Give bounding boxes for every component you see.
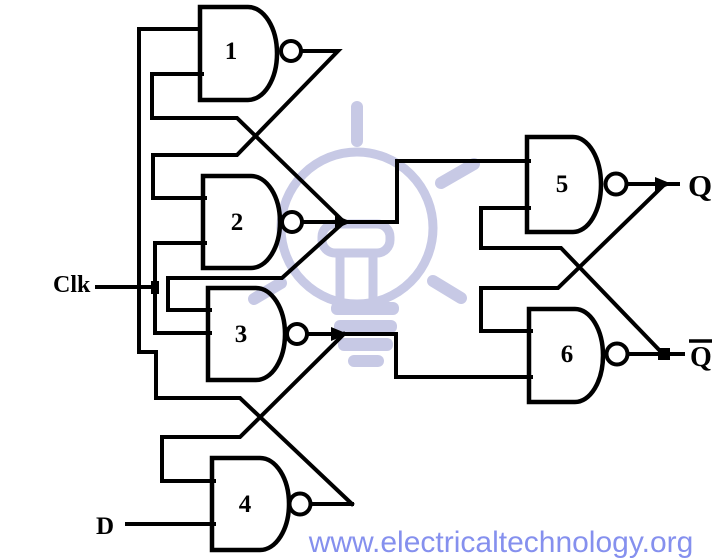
- gate-1-inverter-bubble: [279, 39, 303, 63]
- watermark-lightbulb-icon: [248, 101, 480, 367]
- gate-5-inverter-bubble: [603, 171, 629, 197]
- gate-4-label: 4: [239, 491, 252, 518]
- gate-2-inverter-bubble: [280, 210, 304, 234]
- junction-clk-node: [151, 281, 159, 294]
- nand-gate-5: 5: [524, 134, 629, 235]
- bulb-screw-thread-1: [331, 302, 399, 315]
- nand-gate-3: 3: [205, 285, 309, 383]
- q-output-label: Q: [688, 168, 712, 203]
- gate-6-label: 6: [561, 341, 574, 368]
- bulb-ray-lower-right: [427, 275, 467, 304]
- gate-2-body: [200, 173, 283, 271]
- wire-g3out-to-g4in: [160, 331, 347, 483]
- gate-2-label: 2: [231, 209, 244, 236]
- bulb-screw-thread-2: [334, 320, 397, 333]
- junction-arrow-g3-output: [331, 327, 348, 341]
- d-input-label: D: [96, 513, 114, 540]
- nand-gate-4: 4: [209, 455, 313, 553]
- wire-g3out-to-g6in: [307, 332, 533, 379]
- gate-3-body: [205, 285, 288, 383]
- wire-g4out-to-g1in: [137, 27, 355, 507]
- gate-5-label: 5: [556, 171, 569, 198]
- nand-gate-6: 6: [526, 306, 630, 405]
- gate-6-body: [526, 306, 606, 405]
- junction-arrow-g2-output: [335, 215, 352, 229]
- wire-g2out-to-g3in: [166, 219, 347, 312]
- wire-qbar-to-g5in: [479, 206, 666, 357]
- junction-markers: [151, 177, 672, 360]
- bulb-filament-plate: [317, 219, 395, 258]
- gate-3-label: 3: [235, 321, 248, 348]
- q-bar-letter: Q: [690, 342, 712, 373]
- junction-square-qbar-output: [658, 348, 670, 360]
- bulb-screw-thread-3: [338, 338, 393, 351]
- gate-3-inverter-bubble: [285, 322, 309, 346]
- wire-g2out-to-g1in: [150, 72, 347, 225]
- gate-1-label: 1: [225, 38, 238, 65]
- bulb-base-cap: [348, 355, 384, 367]
- gate-1-body: [197, 4, 280, 103]
- bulb-ray-upper-right: [435, 158, 480, 189]
- wire-clk-to-g2in: [153, 241, 207, 289]
- nand-gate-2: 2: [200, 173, 304, 271]
- gate-4-inverter-bubble: [287, 491, 313, 517]
- q-bar-output-label: Q: [689, 339, 712, 373]
- wires: [95, 27, 685, 526]
- wire-g2out-to-g5in: [302, 159, 531, 224]
- watermark-url-text: www.electricaltechnology.org: [308, 526, 694, 559]
- clk-input-label: Clk: [53, 272, 91, 298]
- gate-6-inverter-bubble: [604, 341, 630, 367]
- wire-g1out-to-g2in: [151, 49, 343, 200]
- wire-clk-to-g3in: [153, 285, 212, 335]
- junction-arrow-q-output: [655, 177, 672, 191]
- nand-gate-1: 1: [197, 4, 303, 103]
- wire-q-to-g6in: [479, 181, 668, 333]
- gate-5-body: [524, 134, 604, 235]
